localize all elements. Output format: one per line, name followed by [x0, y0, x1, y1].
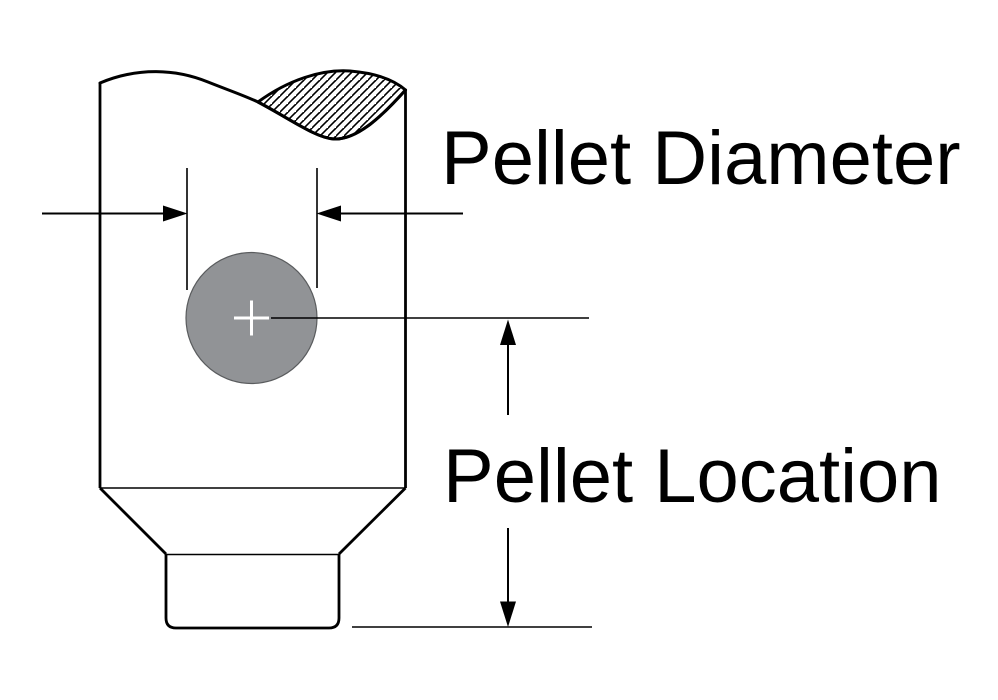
right-bevel-line [338, 487, 407, 555]
left-bevel-line [99, 487, 167, 555]
container-outline [98, 69, 407, 630]
neck-outline [164, 554, 341, 630]
pellet-diameter-label: Pellet Diameter [441, 116, 961, 201]
location-arrowhead-up [500, 319, 516, 345]
pellet [185, 251, 589, 385]
pellet-location-label: Pellet Location [443, 434, 942, 519]
break-section-hatch [256, 69, 407, 141]
diameter-arrowhead-left [163, 205, 188, 222]
location-arrowhead-down [500, 601, 516, 627]
diameter-arrowhead-right [316, 205, 341, 222]
pellet-diameter-dimension [42, 168, 463, 290]
pellet-location-dimension [352, 319, 592, 628]
